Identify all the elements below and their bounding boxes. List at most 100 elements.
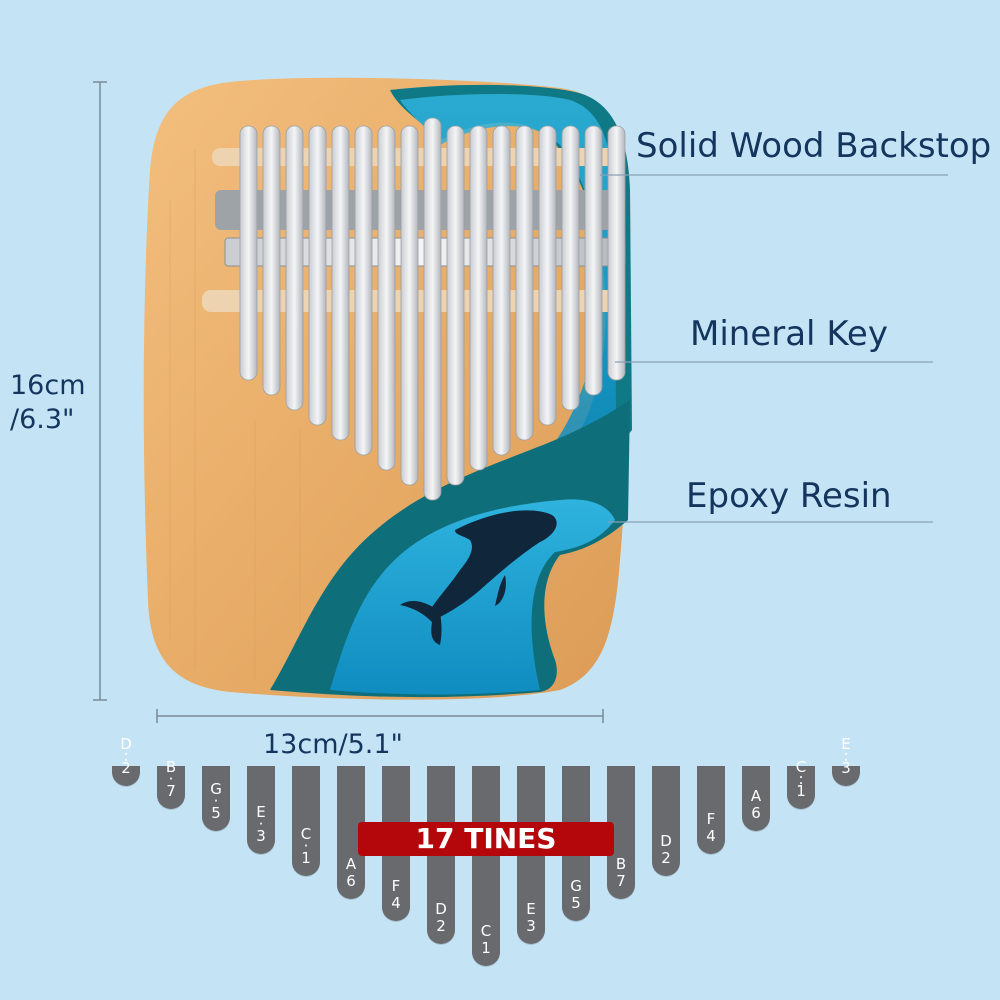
tine-note-letter: E <box>526 899 536 918</box>
tine-note-number: 2 <box>121 759 131 777</box>
height-label-cm: 16cm <box>10 370 86 401</box>
tine-note-letter: C <box>480 922 492 940</box>
metal-tine <box>400 125 419 486</box>
tine-note-number: 1 <box>796 781 806 800</box>
metal-tine <box>308 125 327 426</box>
tine-note-number: 2 <box>661 849 671 867</box>
callout-lines <box>600 174 948 523</box>
callout-resin: Epoxy Resin <box>686 476 892 516</box>
tine-note-number: 4 <box>391 894 401 912</box>
tine-note-letter: D <box>435 899 447 918</box>
tine-note-label: C:1 <box>787 757 815 800</box>
metal-tine <box>515 125 534 441</box>
resin-pool-bottom <box>330 499 615 695</box>
metal-tine <box>423 117 442 501</box>
tine-note-letter: E <box>841 735 851 753</box>
metal-tine <box>354 125 373 456</box>
kalimba-illustration <box>93 77 948 723</box>
tine-octave-dots: : <box>798 769 804 788</box>
metal-tine <box>331 125 350 441</box>
metal-tine <box>285 125 304 411</box>
height-label-inch: /6.3" <box>10 404 75 435</box>
tine-note-letter: B <box>615 854 627 873</box>
metal-tine <box>446 125 465 486</box>
tine-octave-dots: : <box>843 747 849 765</box>
tine-note-letter: G <box>210 780 222 798</box>
whale-silhouette <box>400 510 557 645</box>
tine-note-letter: C <box>795 757 807 776</box>
tine-note-label: E·3 <box>247 802 275 845</box>
tine-note-number: 6 <box>346 871 356 890</box>
width-dimension-line <box>156 709 604 723</box>
tine-key: E·3 <box>247 766 275 854</box>
tine-note-letter: D <box>660 832 672 850</box>
metal-tine <box>538 125 557 426</box>
tine-note-number: 3 <box>256 826 266 845</box>
metal-tine <box>262 125 281 396</box>
metal-tine <box>492 125 511 456</box>
tine-note-number: 7 <box>616 871 626 890</box>
tine-count-banner: 17 TINES <box>358 822 614 856</box>
tine-note-letter: F <box>391 877 401 895</box>
tine-note-letter: D <box>120 735 132 753</box>
tine-octave-dots: · <box>258 814 264 833</box>
tine-note-label: D:2 <box>112 737 140 776</box>
tine-note-letter: E <box>256 802 266 821</box>
tine-note-number: 4 <box>706 826 716 845</box>
tine-note-label: B·7 <box>157 757 185 799</box>
tine-octave-dots: · <box>168 769 174 788</box>
tine-note-number: 6 <box>751 804 761 822</box>
tine-note-number: 2 <box>436 916 446 935</box>
metal-tines-group <box>239 117 626 501</box>
tine-note-label: E:3 <box>832 737 860 776</box>
tine-note-letter: C <box>300 825 312 843</box>
tine-note-label: G·5 <box>202 782 230 821</box>
metal-tine <box>607 125 626 381</box>
tine-note-letter: A <box>345 854 357 873</box>
tine-note-number: 3 <box>841 759 851 777</box>
resin-wave-top <box>390 84 632 501</box>
tine-note-letter: B <box>165 757 177 776</box>
height-dimension-line <box>93 81 107 701</box>
tine-octave-dots: · <box>213 792 219 810</box>
tine-note-number: 5 <box>571 894 581 912</box>
metal-tine <box>469 125 488 471</box>
tine-key: C·1 <box>292 766 320 876</box>
tine-note-number: 1 <box>481 939 491 957</box>
metal-tine <box>239 125 258 381</box>
tine-note-letter: F <box>706 809 716 828</box>
callout-backstop: Solid Wood Backstop <box>636 126 992 166</box>
metal-tine <box>584 125 603 396</box>
tine-note-number: 1 <box>301 849 311 867</box>
callout-key: Mineral Key <box>690 314 888 354</box>
tine-key: C:1 <box>787 759 815 809</box>
tine-note-number: 3 <box>526 916 536 935</box>
tine-note-label: C·1 <box>292 827 320 866</box>
tine-note-letter: A <box>750 787 762 805</box>
tine-octave-dots: · <box>303 837 309 855</box>
metal-tine <box>377 125 396 471</box>
tine-key: E:3 <box>832 737 860 786</box>
metal-tine <box>561 125 580 411</box>
tine-note-letter: G <box>570 877 582 895</box>
tine-key: B·7 <box>157 759 185 809</box>
tine-octave-dots: : <box>123 747 129 765</box>
tine-note-number: 5 <box>211 804 221 822</box>
tine-key: G·5 <box>202 766 230 831</box>
width-label: 13cm/5.1" <box>263 729 403 760</box>
